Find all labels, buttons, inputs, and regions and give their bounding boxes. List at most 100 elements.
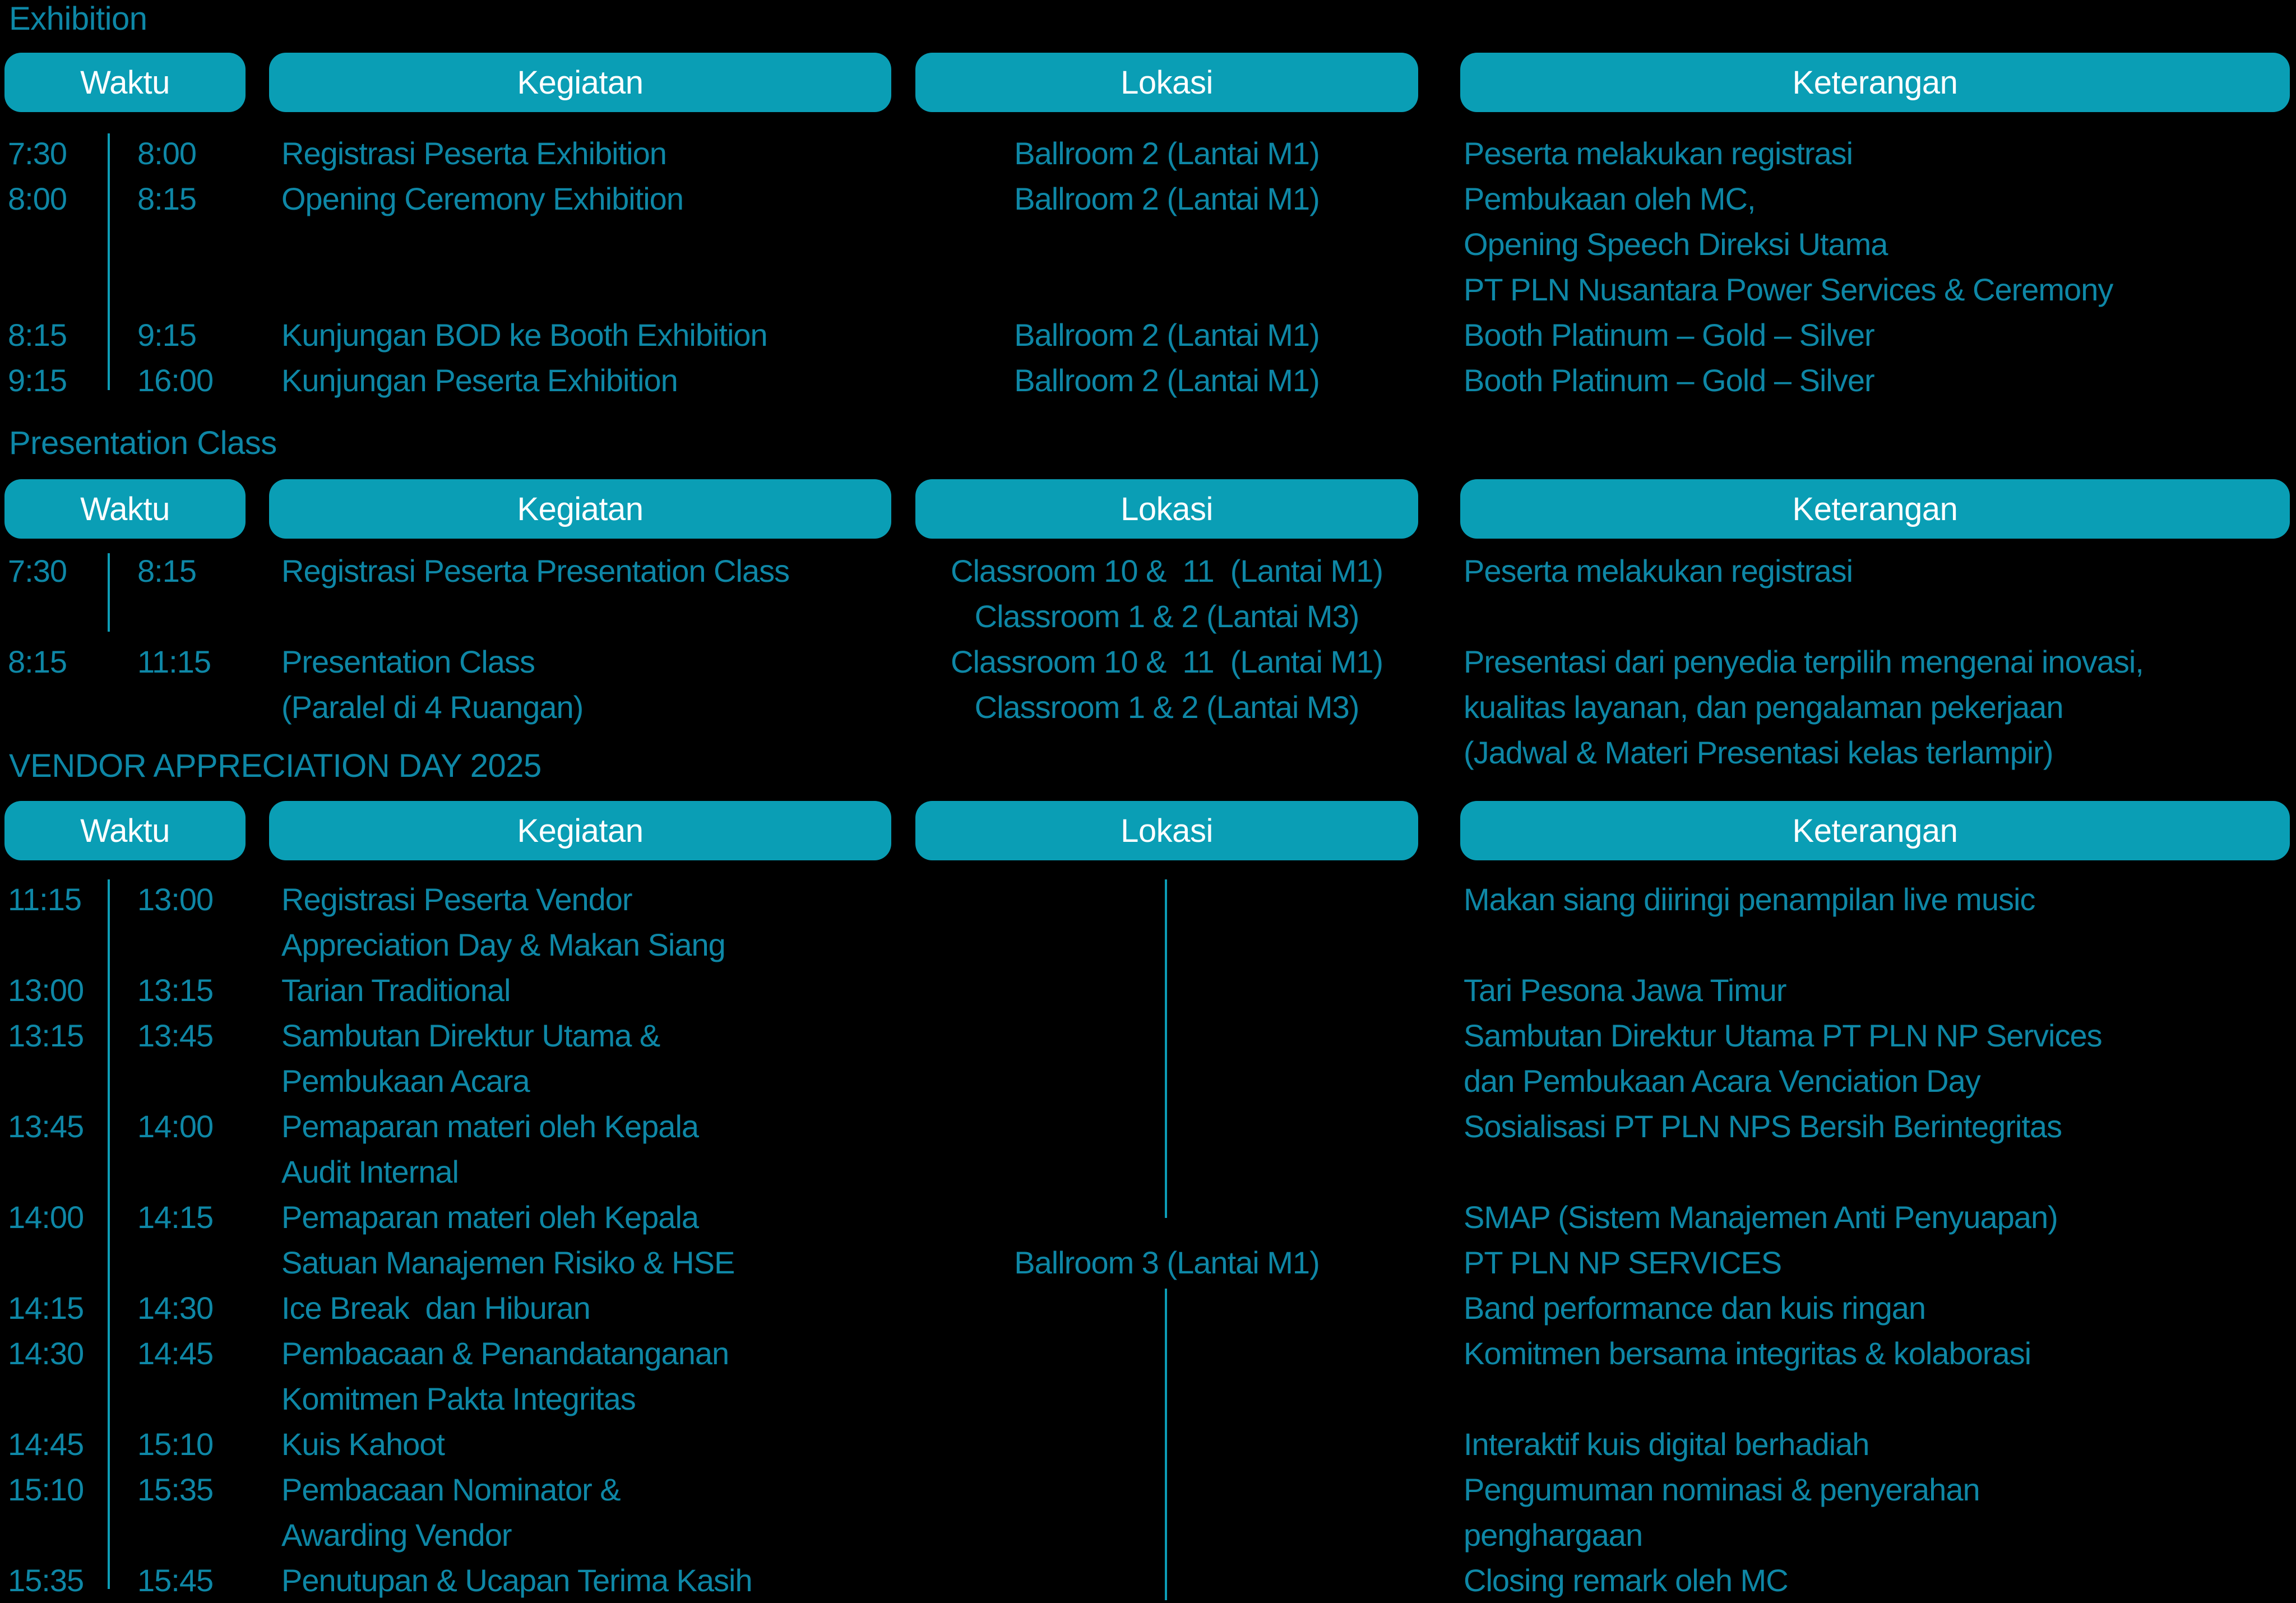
activity-line: Opening Ceremony Exhibition	[281, 181, 684, 216]
activity-cell: Opening Ceremony Exhibition	[245, 176, 891, 221]
time-end: 8:15	[137, 553, 197, 589]
section-title: Exhibition	[9, 1, 147, 37]
lokasi-divider-line	[1165, 879, 1167, 1218]
time-end: 14:15	[137, 1199, 214, 1235]
notes-line: SMAP (Sistem Manajemen Anti Penyuapan)	[1464, 1199, 2058, 1235]
notes-cell: Booth Platinum – Gold – Silver	[1418, 358, 2240, 403]
time-start: 13:15	[8, 1018, 84, 1053]
time-start: 14:15	[8, 1290, 84, 1326]
activity-line: Registrasi Peserta Presentation Class	[281, 553, 790, 589]
column-headers: Waktu Kegiatan Lokasi Keterangan	[0, 801, 2296, 860]
activity-cell: Ice Break dan Hiburan	[245, 1285, 891, 1331]
location-line: Classroom 1 & 2 (Lantai M3)	[974, 599, 1360, 634]
time-end: 8:00	[137, 136, 197, 171]
column-header-kegiatan: Kegiatan	[269, 801, 891, 860]
notes-line: penghargaan	[1464, 1517, 1643, 1553]
activity-line: Sambutan Direktur Utama &	[281, 1018, 660, 1053]
time-end: 16:00	[137, 363, 214, 398]
activity-cell: Penutupan & Ucapan Terima Kasih	[245, 1558, 891, 1603]
notes-cell: Booth Platinum – Gold – Silver	[1418, 312, 2240, 358]
activity-line: Registrasi Peserta Vendor	[281, 882, 633, 917]
location-line: Classroom 10 & 11 (Lantai M1)	[951, 644, 1383, 679]
notes-cell: Sambutan Direktur Utama PT PLN NP Servic…	[1418, 1013, 2240, 1104]
activity-cell: Tarian Traditional	[245, 967, 891, 1013]
column-header-kegiatan: Kegiatan	[269, 479, 891, 539]
location-cell: Classroom 10 & 11 (Lantai M1) Classroom 1…	[891, 548, 1418, 639]
activity-line: Appreciation Day & Makan Siang	[281, 927, 726, 962]
column-header-waktu: Waktu	[4, 53, 246, 112]
location-cell: Ballroom 3 (Lantai M1)	[891, 1194, 1418, 1285]
time-end: 15:10	[137, 1426, 214, 1462]
notes-line: Peserta melakukan registrasi	[1464, 136, 1853, 171]
location-line: Ballroom 2 (Lantai M1)	[1014, 181, 1320, 216]
column-header-lokasi: Lokasi	[915, 801, 1418, 860]
notes-line: Presentasi dari penyedia terpilih mengen…	[1464, 644, 2144, 679]
notes-cell: Closing remark oleh MC	[1418, 1558, 2240, 1603]
time-start: 9:15	[8, 363, 67, 398]
time-cell: 13:00 13:15	[0, 967, 245, 1013]
notes-line: Sambutan Direktur Utama PT PLN NP Servic…	[1464, 1018, 2103, 1053]
notes-cell: SMAP (Sistem Manajemen Anti Penyuapan)PT…	[1418, 1194, 2240, 1285]
location-cell: Ballroom 2 (Lantai M1)	[891, 358, 1418, 403]
activity-line: Kunjungan BOD ke Booth Exhibition	[281, 317, 768, 353]
notes-line: (Jadwal & Materi Presentasi kelas terlam…	[1464, 735, 2053, 770]
notes-line: Opening Speech Direksi Utama	[1464, 226, 1888, 262]
activity-line: Penutupan & Ucapan Terima Kasih	[281, 1563, 753, 1598]
activity-cell: Registrasi Peserta Presentation Class	[245, 548, 891, 594]
notes-line: dan Pembukaan Acara Venciation Day	[1464, 1063, 1981, 1099]
time-end: 14:45	[137, 1336, 214, 1371]
notes-line: Makan siang diiringi penampilan live mus…	[1464, 882, 2035, 917]
section-title: Presentation Class	[9, 425, 277, 461]
location-line: Classroom 1 & 2 (Lantai M3)	[974, 689, 1360, 725]
notes-line: Closing remark oleh MC	[1464, 1563, 1789, 1598]
time-start: 13:00	[8, 972, 84, 1008]
time-end: 13:00	[137, 882, 214, 917]
notes-line: Tari Pesona Jawa Timur	[1464, 972, 1787, 1008]
column-headers: Waktu Kegiatan Lokasi Keterangan	[0, 53, 2296, 112]
notes-cell: Peserta melakukan registrasi	[1418, 548, 2240, 594]
notes-line: Booth Platinum – Gold – Silver	[1464, 363, 1875, 398]
activity-line: Tarian Traditional	[281, 972, 511, 1008]
time-end: 13:15	[137, 972, 214, 1008]
location-line: Ballroom 2 (Lantai M1)	[1014, 136, 1320, 171]
activity-line: Kunjungan Peserta Exhibition	[281, 363, 678, 398]
location-line: Classroom 10 & 11 (Lantai M1)	[951, 553, 1383, 589]
activity-cell: Kuis Kahoot	[245, 1421, 891, 1467]
activity-line: Presentation Class	[281, 644, 535, 679]
time-start: 13:45	[8, 1109, 84, 1144]
activity-cell: Kunjungan Peserta Exhibition	[245, 358, 891, 403]
notes-line: kualitas layanan, dan pengalaman pekerja…	[1464, 689, 2063, 725]
notes-line: PT PLN Nusantara Power Services & Ceremo…	[1464, 272, 2113, 307]
notes-cell: Peserta melakukan registrasi	[1418, 131, 2240, 176]
activity-line: Kuis Kahoot	[281, 1426, 445, 1462]
time-cell: 9:15 16:00	[0, 358, 245, 403]
location-line: Ballroom 2 (Lantai M1)	[1014, 317, 1320, 353]
notes-line: Sosialisasi PT PLN NPS Bersih Berintegri…	[1464, 1109, 2062, 1144]
location-cell: Ballroom 2 (Lantai M1)	[891, 312, 1418, 358]
activity-line: Komitmen Pakta Integritas	[281, 1381, 636, 1416]
activity-line: (Paralel di 4 Ruangan)	[281, 689, 584, 725]
notes-line: Peserta melakukan registrasi	[1464, 553, 1853, 589]
time-end: 14:00	[137, 1109, 214, 1144]
schedule-row: 9:15 16:00 Kunjungan Peserta Exhibition Bal…	[0, 358, 2296, 403]
notes-cell: Makan siang diiringi penampilan live mus…	[1418, 877, 2240, 922]
